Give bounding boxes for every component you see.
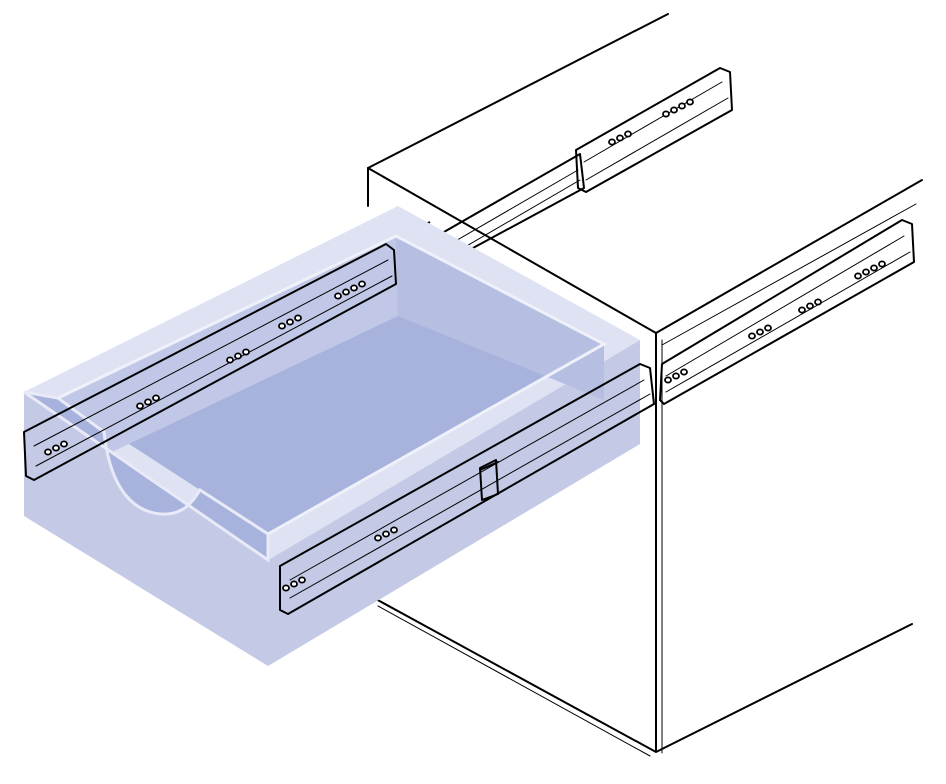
drawer-back-rail-lower [35,275,393,467]
mounting-hole [878,260,886,268]
mounting-hole [854,272,862,280]
mounting-hole [374,534,382,542]
mounting-hole [358,280,366,288]
mounting-hole [136,402,144,410]
cabinet-top-front-edge [367,167,657,334]
mounting-hole [608,138,616,146]
mounting-hole [678,102,686,110]
drawer-inner-right-wall [396,236,604,400]
mounting-hole [390,526,398,534]
mounting-hole [342,288,350,296]
cabinet [367,13,923,757]
mounting-hole [278,322,286,330]
cabinet-bottom-edge [373,597,913,753]
mounting-hole [662,110,670,118]
mounting-hole [286,318,294,326]
mounting-hole [670,106,678,114]
drawer-front-face [268,340,640,666]
drawer-rim-highlight [57,234,608,536]
mounting-hole [350,284,358,292]
mounting-hole [624,130,632,138]
drawer-handle-cutout [23,390,270,563]
mounting-hole [616,134,624,142]
mounting-hole [814,298,822,306]
mounting-hole [152,394,160,402]
cabinet-side-line [661,203,917,346]
left-cabinet-rail-flange-lower [585,97,729,181]
mounting-hole [686,98,694,106]
mounting-hole [44,448,52,456]
cabinet-bottom-inner [377,605,651,757]
right-cabinet-rail-body [659,219,915,405]
mounting-hole [748,332,756,340]
right-cabinet-rail [659,219,915,405]
mounting-holes [44,98,886,592]
left-cabinet-rail-body [575,67,733,193]
rail-connector-bracket [479,459,499,501]
mounting-hole [680,368,688,376]
mounting-hole [226,356,234,364]
mounting-hole [764,324,772,332]
mounting-hole [234,352,242,360]
drawer-back-rail [23,243,397,481]
drawer-front-rail-lower [289,393,651,599]
drawer-back-rail-flange [33,259,389,447]
drawer-front-rail [279,363,655,615]
left-inner-slide-groove [439,169,579,251]
right-cabinet-rail-lower [665,251,911,393]
mounting-hole [242,348,250,356]
mounting-hole [862,268,870,276]
mounting-hole [870,264,878,272]
mounting-hole [334,292,342,300]
mounting-hole [60,440,68,448]
right-cabinet-rail-flange [665,235,905,377]
mounting-hole [664,376,672,384]
mounting-hole [298,576,306,584]
mounting-hole [382,530,390,538]
mounting-hole [806,302,814,310]
drawer-left-face [24,392,268,666]
drawer-back-rail-body [23,243,397,481]
drawer-front-rail-flange [289,379,645,581]
mounting-hole [282,584,290,592]
rail-connector-stripe [479,461,499,471]
cabinet-top-right-edge [655,179,923,334]
mounting-hole [52,444,60,452]
drawer-front-rail-body [279,363,655,615]
cabinet-top-back-edge [367,13,669,169]
mounting-hole [672,372,680,380]
mounting-hole [756,328,764,336]
mounting-hole [798,306,806,314]
mounting-hole [290,580,298,588]
mounting-hole [144,398,152,406]
left-cabinet-rail-flange [583,81,723,163]
mounting-hole [294,314,302,322]
